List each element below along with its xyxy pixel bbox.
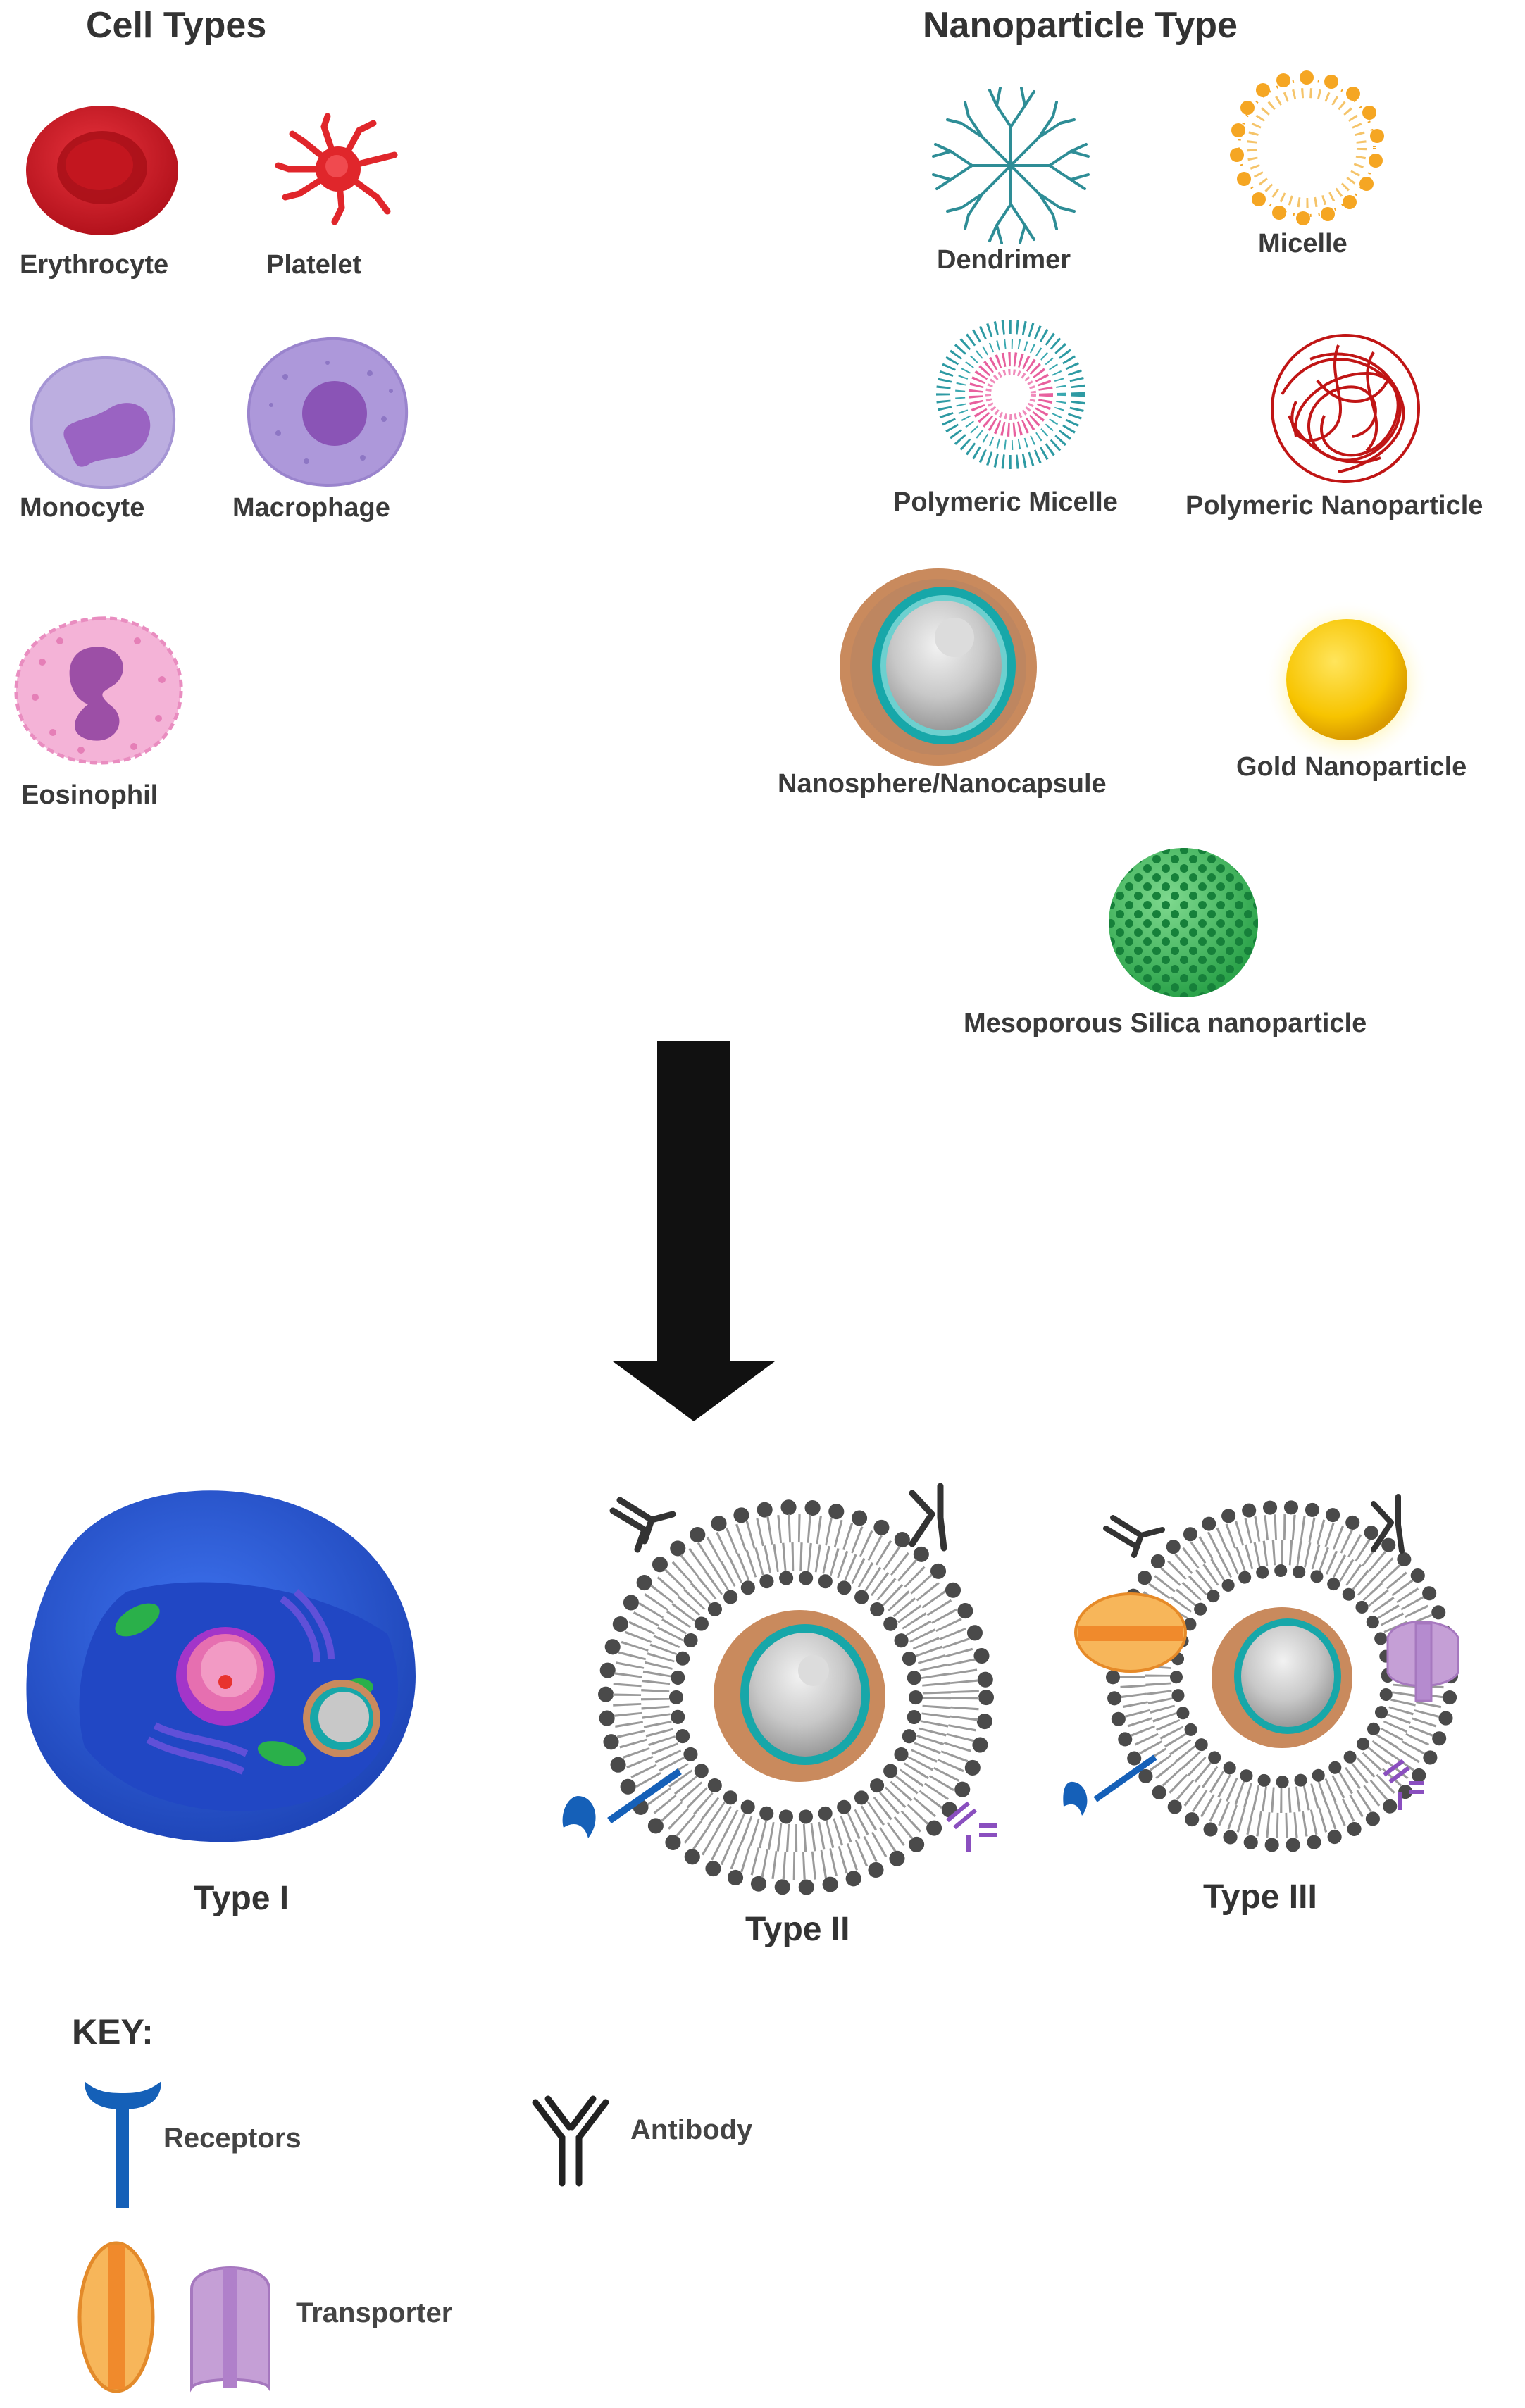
polymeric-micelle-icon <box>936 320 1085 469</box>
transporter-purple-key-icon <box>190 2266 270 2393</box>
type-two-particle-icon <box>562 1483 997 1895</box>
nanosphere-icon <box>840 568 1037 766</box>
down-arrow-icon <box>613 1041 775 1421</box>
platelet-label: Platelet <box>266 250 362 280</box>
gold-nanoparticle-icon <box>1264 600 1430 766</box>
type-two-label: Type II <box>745 1911 850 1948</box>
eosinophil-icon <box>14 616 183 765</box>
transporter-orange-key-icon <box>77 2241 155 2393</box>
antibody-key-icon <box>532 2095 609 2187</box>
eosinophil-label: Eosinophil <box>21 780 158 810</box>
polymeric-nanoparticle-icon <box>1271 334 1420 483</box>
polymeric-micelle-label: Polymeric Micelle <box>893 487 1118 517</box>
type-one-cell-icon <box>26 1490 416 1842</box>
dendrimer-label: Dendrimer <box>937 245 1071 275</box>
macrophage-icon <box>247 337 409 487</box>
platelet-icon <box>275 113 398 225</box>
cell-types-heading: Cell Types <box>86 5 267 46</box>
silica-nanoparticle-label: Mesoporous Silica nanoparticle <box>964 1009 1367 1038</box>
receptors-key-label: Receptors <box>163 2123 301 2154</box>
transporter-key-label: Transporter <box>296 2297 453 2328</box>
macrophage-label: Macrophage <box>232 493 390 523</box>
micelle-label: Micelle <box>1258 229 1347 258</box>
antibody-key-label: Antibody <box>630 2114 753 2145</box>
micelle-icon <box>1230 70 1384 225</box>
monocyte-label: Monocyte <box>20 493 145 523</box>
key-title: KEY: <box>72 2012 154 2052</box>
silica-nanoparticle-icon <box>1109 848 1258 997</box>
nanoparticle-type-heading: Nanoparticle Type <box>923 5 1238 46</box>
erythrocyte-label: Erythrocyte <box>20 250 169 280</box>
type-one-label: Type I <box>194 1880 290 1917</box>
receptor-key-icon <box>85 2081 161 2208</box>
type-three-label: Type III <box>1203 1878 1317 1916</box>
dendrimer-icon <box>932 87 1090 244</box>
nanosphere-label: Nanosphere/Nanocapsule <box>778 769 1107 799</box>
monocyte-icon <box>30 356 176 489</box>
erythrocyte-icon <box>26 106 178 235</box>
type-three-particle-icon <box>1063 1494 1459 1852</box>
gold-nanoparticle-label: Gold Nanoparticle <box>1236 752 1467 782</box>
polymeric-nanoparticle-label: Polymeric Nanoparticle <box>1185 491 1483 520</box>
